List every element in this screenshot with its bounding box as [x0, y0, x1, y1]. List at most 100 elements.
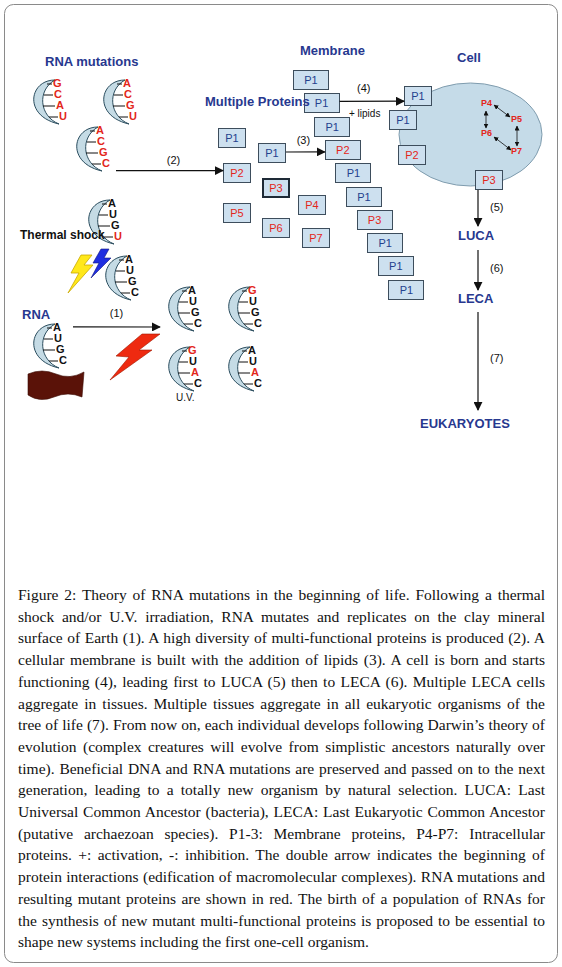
- interaction-arrow: [486, 111, 487, 128]
- process-arrow: [73, 326, 160, 327]
- nucleotide-letter: A: [123, 78, 131, 89]
- nucleotide-letter: C: [59, 355, 67, 366]
- protein-name: P1: [378, 237, 391, 249]
- rna-strand: AUGU: [80, 198, 128, 246]
- nucleotide-letter: C: [124, 89, 132, 100]
- protein-name: P1: [400, 284, 413, 296]
- rna-strand: AUAC: [220, 345, 268, 393]
- base-tick: [87, 142, 96, 143]
- base-tick: [99, 215, 108, 216]
- process-arrow: [340, 101, 404, 102]
- figure-label: EUKARYOTES: [420, 417, 510, 431]
- base-tick: [113, 106, 125, 107]
- figure-caption: Figure 2: Theory of RNA mutations in the…: [18, 584, 545, 953]
- protein-name: P1: [315, 97, 328, 109]
- base-tick: [116, 271, 125, 272]
- protein-box: P3: [357, 210, 393, 230]
- nucleotide-letter: U: [249, 296, 257, 307]
- nucleotide-letter: A: [53, 322, 61, 333]
- nucleotide-letter: U: [126, 265, 134, 276]
- base-tick: [90, 131, 95, 132]
- nucleotide-letter: U: [129, 111, 137, 122]
- step-number: (3): [297, 134, 310, 146]
- nucleotide-letter: U: [59, 111, 67, 122]
- nucleotide-letter: A: [125, 254, 133, 265]
- nucleotide-letter: C: [102, 158, 110, 169]
- protein-name: P1: [347, 167, 360, 179]
- nucleotide-letter: G: [111, 220, 120, 231]
- rna-strand: ACGC: [68, 125, 116, 173]
- nucleotide-letter: A: [108, 198, 116, 209]
- figure-label: LECA: [458, 292, 493, 306]
- nucleotide-letter: C: [194, 378, 202, 389]
- protein-name: P4: [305, 199, 318, 211]
- protein-box: P2: [223, 163, 251, 183]
- base-tick: [43, 350, 55, 351]
- protein-name: P2: [336, 144, 349, 156]
- base-tick: [121, 293, 130, 294]
- protein-name: P2: [405, 149, 418, 161]
- figure-label: (5): [490, 201, 503, 213]
- base-tick: [98, 226, 110, 227]
- base-tick: [184, 384, 193, 385]
- nucleotide-letter: G: [248, 285, 257, 296]
- nucleotide-letter: C: [254, 318, 262, 329]
- nucleotide-letter: G: [99, 147, 108, 158]
- rna-strand: GCAU: [25, 78, 73, 126]
- nucleotide-letter: G: [191, 307, 200, 318]
- nucleotide-letter: G: [188, 345, 197, 356]
- step-number: (2): [167, 154, 180, 166]
- protein-box: P3: [475, 170, 503, 190]
- nucleotide-letter: G: [53, 78, 62, 89]
- figure-label: U.V.: [176, 392, 195, 403]
- uv-bolt: [110, 334, 160, 380]
- rna-strand: GUAC: [160, 345, 208, 393]
- protein-name: P1: [389, 260, 402, 272]
- step-arrow: [477, 312, 478, 410]
- protein-box: P1: [388, 280, 424, 300]
- nucleotide-letter: U: [249, 356, 257, 367]
- base-tick: [86, 153, 98, 154]
- nucleotide-letter: G: [56, 344, 65, 355]
- clay-surface: [28, 371, 84, 400]
- protein-box: P6: [262, 218, 290, 238]
- base-tick: [47, 84, 52, 85]
- nucleotide-letter: G: [128, 276, 137, 287]
- nucleotide-letter: A: [191, 367, 199, 378]
- base-tick: [44, 339, 53, 340]
- nucleotide-letter: C: [194, 318, 202, 329]
- protein-box: P5: [223, 203, 251, 223]
- protein-box: P2: [325, 140, 361, 160]
- base-tick: [182, 351, 187, 352]
- figure-label: Membrane: [300, 44, 365, 58]
- nucleotide-letter: A: [96, 125, 104, 136]
- interaction-arrow: [517, 126, 518, 146]
- base-tick: [114, 95, 123, 96]
- rna-strand: ACGU: [95, 78, 143, 126]
- protein-name: P7: [309, 232, 322, 244]
- protein-box: P1: [293, 70, 329, 90]
- base-tick: [239, 302, 248, 303]
- protein-box: P7: [302, 228, 330, 248]
- nucleotide-letter: U: [189, 356, 197, 367]
- base-tick: [244, 384, 253, 385]
- base-tick: [43, 106, 55, 107]
- base-tick: [49, 361, 58, 362]
- base-tick: [179, 302, 188, 303]
- protein-box: P4: [298, 195, 326, 215]
- interaction-arrow: [494, 105, 510, 117]
- rna-strand: AUGC: [160, 285, 208, 333]
- protein-name: P3: [482, 174, 495, 186]
- rna-strand: AUGC: [97, 254, 145, 302]
- base-tick: [47, 328, 52, 329]
- protein-box: P1: [367, 233, 403, 253]
- base-tick: [184, 324, 193, 325]
- cell-heading: Cell: [457, 50, 481, 65]
- base-tick: [182, 291, 187, 292]
- protein-box: P1: [389, 110, 417, 130]
- protein-name: P5: [230, 207, 243, 219]
- protein-box: P1: [258, 143, 286, 163]
- nucleotide-letter: U: [114, 231, 122, 242]
- base-tick: [49, 117, 58, 118]
- protein-name: P2: [230, 167, 243, 179]
